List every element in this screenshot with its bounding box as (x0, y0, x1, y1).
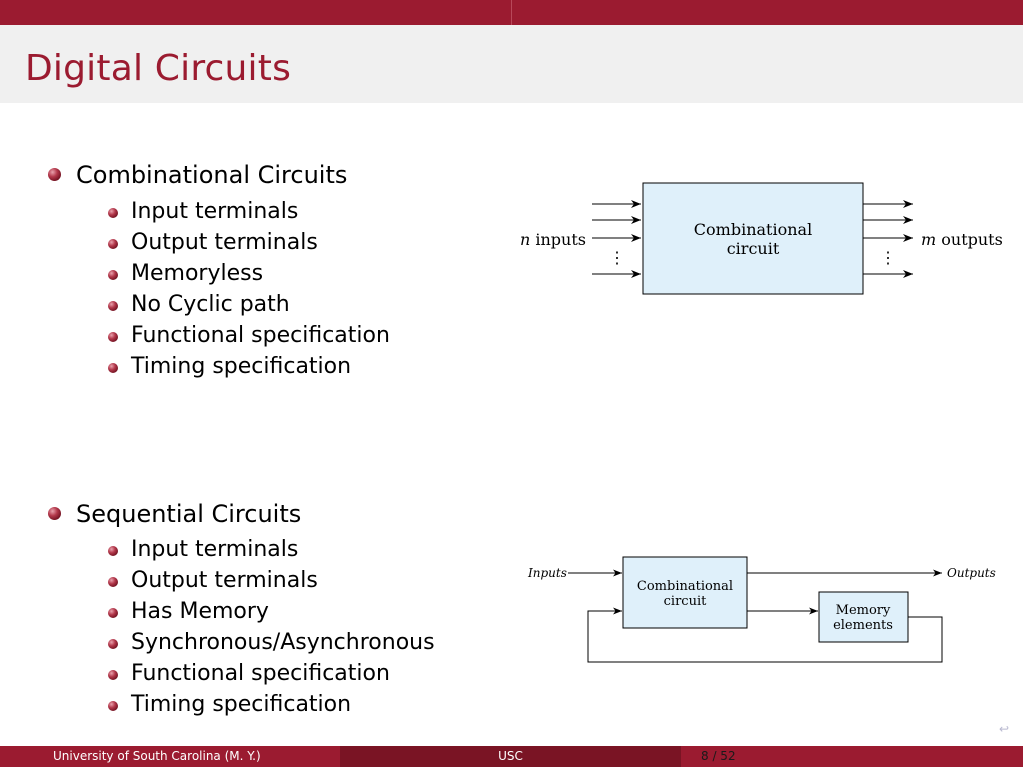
bullet-icon (108, 270, 118, 280)
bullet-icon (108, 332, 118, 342)
header-bar (0, 0, 1023, 25)
sequential-inputs-label: Inputs (527, 566, 567, 580)
bullet-icon (48, 507, 61, 520)
sequential-comb-line2: circuit (664, 594, 707, 609)
bullet-icon (108, 670, 118, 680)
memory-line1: Memory (836, 603, 891, 618)
box-label-line2: circuit (727, 239, 780, 258)
list-item: Functional specification (131, 323, 390, 348)
sequential-outputs-label: Outputs (947, 566, 996, 580)
header-bar-left (0, 0, 511, 25)
input-arrows (592, 200, 641, 278)
sequential-diagram: Inputs Combinational circuit Outputs Mem… (527, 556, 996, 663)
footer: University of South Carolina (M. Y.) USC… (0, 746, 1023, 767)
footer-right: 8 / 52 (681, 746, 1023, 767)
memory-box (818, 591, 909, 643)
sequential-combinational-box (622, 556, 748, 629)
list-item: No Cyclic path (131, 292, 290, 317)
feedback-path (587, 607, 943, 663)
bullet-icon (108, 608, 118, 618)
footer-left: University of South Carolina (M. Y.) (0, 746, 340, 767)
outputs-label: m outputs (921, 230, 1003, 249)
inputs-label: n inputs (520, 230, 586, 249)
header-bar-right (512, 0, 1023, 25)
header-bar-separator (511, 0, 512, 25)
bullet-icon (108, 701, 118, 711)
output-arrows (863, 200, 913, 278)
list-item: Output terminals (131, 568, 318, 593)
list-item: Functional specification (131, 661, 390, 686)
combinational-box (642, 182, 864, 295)
list-item: Output terminals (131, 230, 318, 255)
list-item: Input terminals (131, 537, 299, 562)
bullet-icon (108, 639, 118, 649)
page-number: 8 / 52 (701, 749, 736, 763)
sequential-comb-line1: Combinational (637, 579, 733, 594)
title-band (0, 25, 1023, 103)
bullet-icon (108, 363, 118, 373)
combinational-heading: Combinational Circuits (76, 161, 348, 189)
sequential-heading: Sequential Circuits (76, 500, 302, 528)
bullet-icon (108, 208, 118, 218)
bullet-icon (48, 168, 61, 181)
box-label-line1: Combinational (694, 220, 812, 239)
list-item: Timing specification (131, 354, 352, 379)
list-item: Memoryless (131, 261, 264, 286)
bullet-icon (108, 577, 118, 587)
navigation-icon[interactable]: ↩ (998, 722, 1009, 736)
bullet-icon (108, 546, 118, 556)
combinational-diagram: Combinational circuit ⋮ n inputs ⋮ m out… (520, 182, 1003, 295)
footer-center: USC (340, 746, 681, 767)
list-item: Timing specification (131, 692, 352, 717)
bullet-icon (108, 239, 118, 249)
list-item: Input terminals (131, 199, 299, 224)
list-item: Has Memory (131, 599, 269, 624)
memory-line2: elements (833, 618, 893, 633)
output-ellipsis: ⋮ (880, 248, 896, 267)
slide-title: Digital Circuits (25, 48, 292, 89)
input-ellipsis: ⋮ (609, 248, 625, 267)
bullet-icon (108, 301, 118, 311)
list-item: Synchronous/Asynchronous (131, 630, 435, 655)
